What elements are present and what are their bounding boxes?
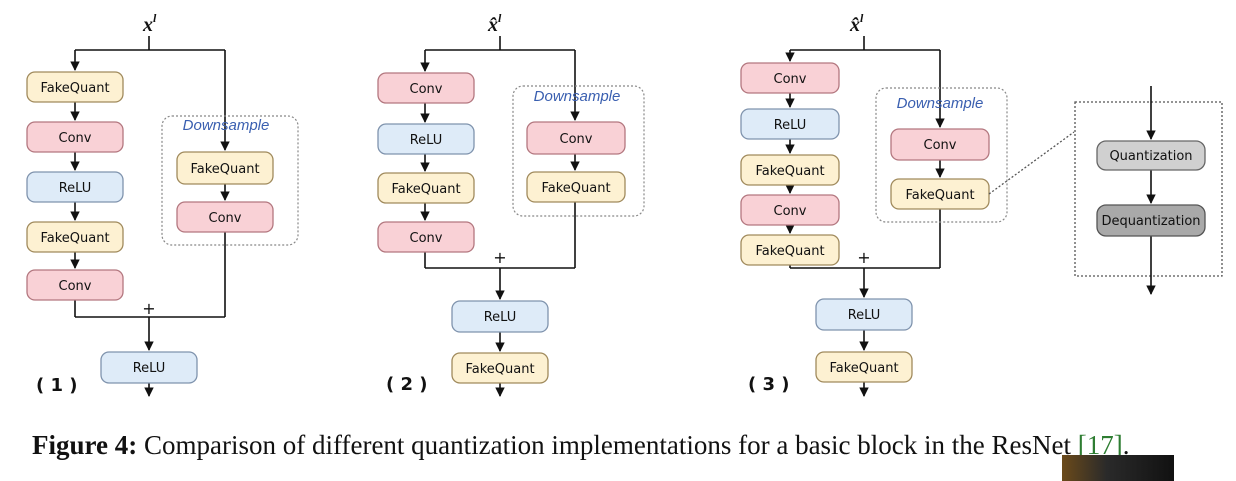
node-fakequant: FakeQuant (451, 352, 549, 384)
plus-sign-1: + (142, 299, 155, 318)
zoom-box (1074, 101, 1223, 277)
downsample-box-1 (161, 115, 299, 246)
node-label: FakeQuant (755, 244, 824, 259)
node-conv: Conv (740, 62, 840, 94)
panel-label-1: ( 1 ) (36, 375, 78, 396)
node-label: ReLU (484, 310, 517, 325)
node-label: Conv (410, 82, 443, 97)
node-relu: ReLU (451, 300, 549, 333)
node-label: Quantization (1109, 149, 1192, 164)
plus-sign-3: + (857, 248, 870, 267)
node-fakequant: FakeQuant (815, 351, 913, 383)
node-label: Conv (410, 231, 443, 246)
node-conv: Conv (377, 221, 475, 253)
figure-caption: Figure 4: Comparison of different quanti… (32, 430, 1222, 461)
node-quantization: Quantization (1096, 140, 1206, 171)
zoom-connector (988, 131, 1075, 195)
node-label: FakeQuant (755, 164, 824, 179)
panel-1 (70, 36, 230, 397)
node-conv: Conv (26, 121, 124, 153)
node-label: FakeQuant (40, 231, 109, 246)
node-label: Conv (560, 132, 593, 147)
panel-2 (420, 36, 580, 397)
node-label: FakeQuant (40, 81, 109, 96)
node-label: FakeQuant (391, 182, 460, 197)
node-conv: Conv (377, 72, 475, 104)
node-conv: Conv (526, 121, 626, 155)
input-label-3: x̂l (849, 11, 864, 36)
node-relu: ReLU (100, 351, 198, 384)
node-label: ReLU (59, 181, 92, 196)
caption-end: . (1122, 430, 1130, 460)
caption-text: Comparison of different quantization imp… (137, 430, 1078, 460)
node-fakequant: FakeQuant (740, 154, 840, 186)
node-label: ReLU (774, 118, 807, 133)
node-relu: ReLU (26, 171, 124, 203)
node-label: FakeQuant (541, 181, 610, 196)
node-label: Dequantization (1101, 214, 1200, 229)
panel-3 (785, 36, 945, 397)
node-conv: Conv (740, 194, 840, 226)
downsample-box-2 (512, 85, 645, 217)
node-label: Conv (59, 279, 92, 294)
panel-label-3: ( 3 ) (748, 374, 790, 395)
node-fakequant: FakeQuant (176, 151, 274, 185)
node-label: Conv (209, 211, 242, 226)
panel-label-2: ( 2 ) (386, 374, 428, 395)
node-relu: ReLU (377, 123, 475, 155)
node-label: FakeQuant (190, 162, 259, 177)
node-label: ReLU (848, 308, 881, 323)
caption-label: Figure 4: (32, 430, 138, 460)
node-conv: Conv (26, 269, 124, 301)
node-dequantization: Dequantization (1096, 204, 1206, 237)
node-label: Conv (774, 72, 807, 87)
video-overlay-artifact (1062, 455, 1174, 481)
downsample-label-2: Downsample (534, 88, 621, 105)
node-fakequant: FakeQuant (26, 71, 124, 103)
input-label-1: xl (142, 11, 157, 36)
node-conv: Conv (890, 128, 990, 161)
node-label: ReLU (133, 361, 166, 376)
node-relu: ReLU (815, 298, 913, 331)
node-label: FakeQuant (905, 188, 974, 203)
node-fakequant: FakeQuant (526, 171, 626, 203)
node-fakequant: FakeQuant (740, 234, 840, 266)
node-label: Conv (924, 138, 957, 153)
node-label: Conv (59, 131, 92, 146)
downsample-label-3: Downsample (897, 95, 984, 112)
resnet-quantization-diagram: Downsample xl + FakeQuant Conv ReLU Fake… (26, 11, 1223, 397)
node-relu: ReLU (740, 108, 840, 140)
node-fakequant: FakeQuant (377, 172, 475, 204)
downsample-label-1: Downsample (183, 117, 270, 134)
plus-sign-2: + (493, 248, 506, 267)
input-label-2: x̂l (487, 11, 502, 36)
node-label: FakeQuant (829, 361, 898, 376)
node-label: FakeQuant (465, 362, 534, 377)
node-fakequant: FakeQuant (890, 178, 990, 210)
node-fakequant: FakeQuant (26, 221, 124, 253)
node-label: Conv (774, 204, 807, 219)
node-label: ReLU (410, 133, 443, 148)
node-conv: Conv (176, 201, 274, 233)
